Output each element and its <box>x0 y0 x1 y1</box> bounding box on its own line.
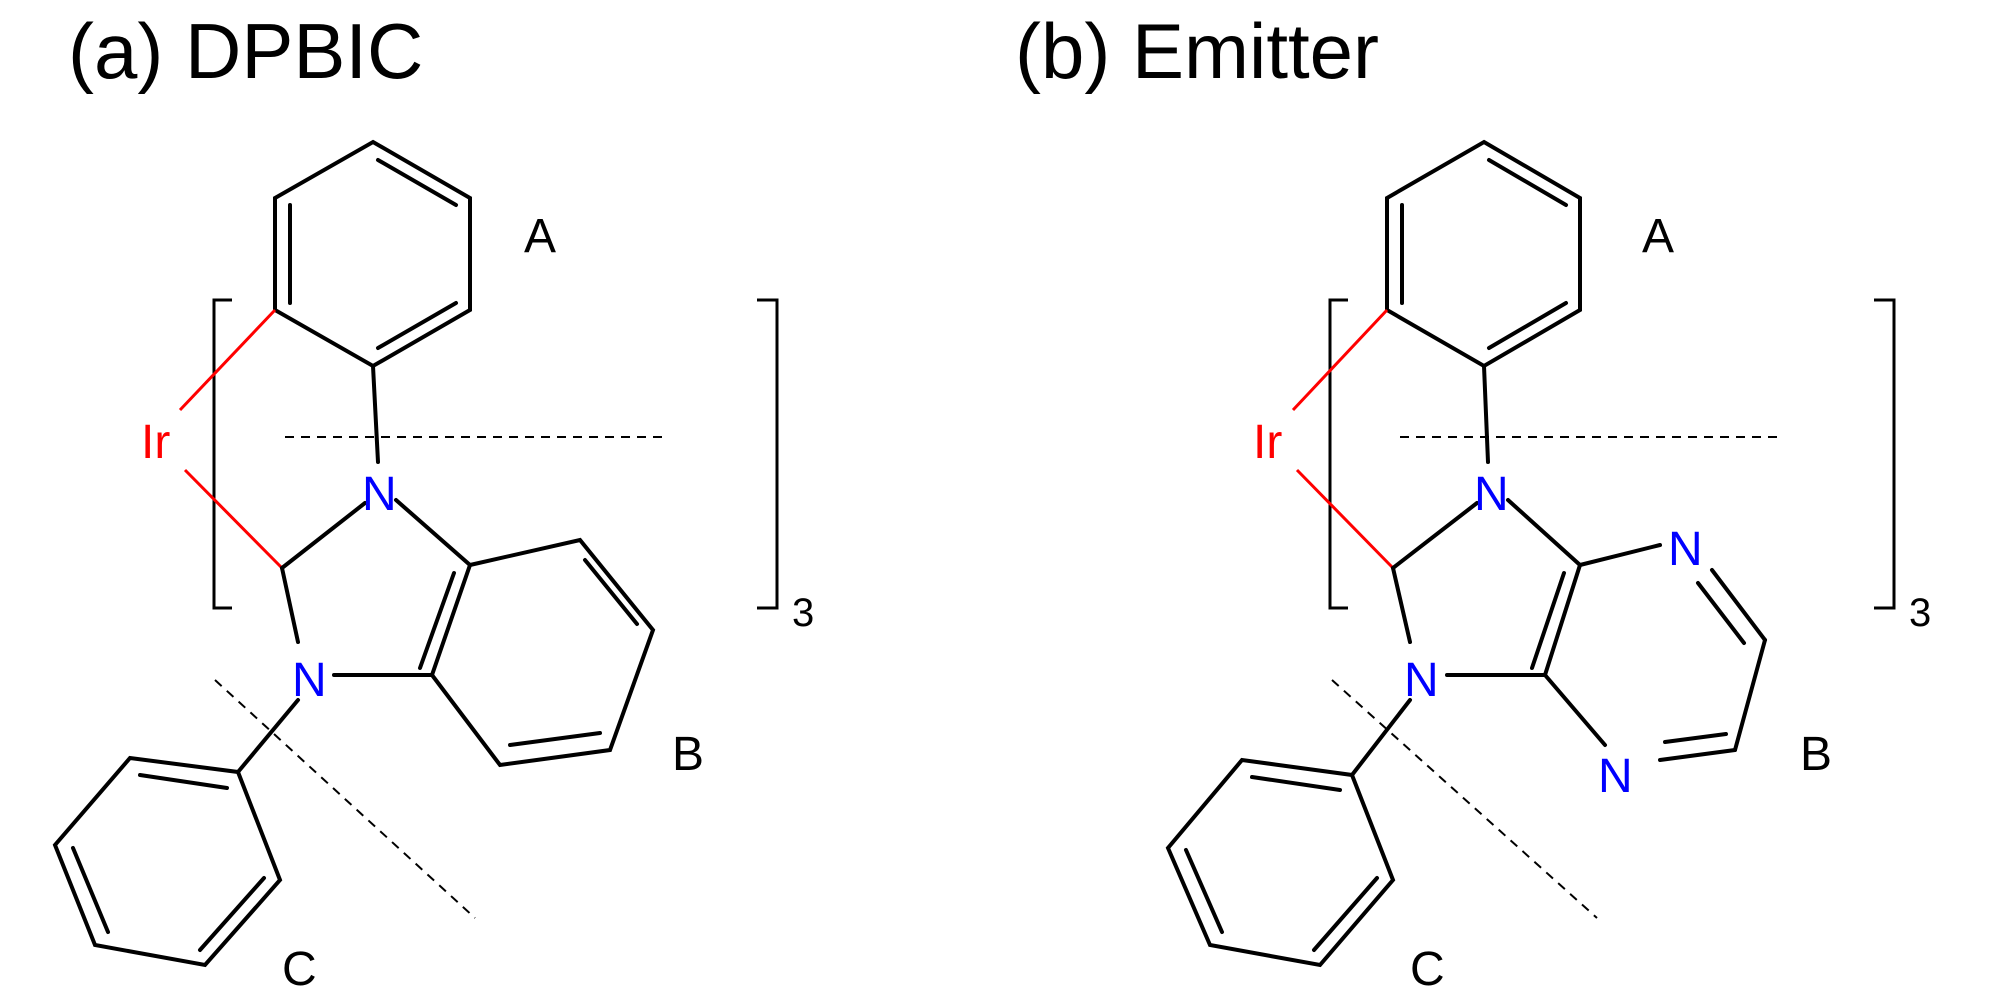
iridium-atom-emitter: Ir <box>1253 416 1282 469</box>
bond-n1-ring-a <box>371 364 380 464</box>
ir-bond-phenyl <box>178 308 277 412</box>
nitrogen-pyrazine-2: N <box>1598 750 1633 803</box>
imidazole-ring-emitter <box>1391 498 1582 677</box>
ring-a-emitter <box>1385 139 1582 369</box>
ring-b-pyrazine <box>1543 543 1767 762</box>
nitrogen-n1-emitter: N <box>1474 468 1509 521</box>
ring-label-c: C <box>282 943 317 996</box>
bracket-subscript-b: 3 <box>1909 591 1931 635</box>
ring-label-a-emitter: A <box>1642 210 1674 263</box>
iridium-atom: Ir <box>141 416 170 469</box>
ring-label-c-emitter: C <box>1410 943 1445 996</box>
panel-a-title: (a) DPBIC <box>68 7 423 95</box>
bond-n3-ring-c-emitter <box>1350 698 1412 777</box>
bond-n1-ring-a-emitter <box>1482 364 1490 464</box>
ring-c-emitter <box>1165 757 1396 968</box>
dashed-line-diagonal <box>214 679 476 919</box>
panel-b-title: (b) Emitter <box>1015 7 1379 95</box>
ring-b <box>430 537 656 768</box>
panel-emitter: (b) Emitter 3 A Ir N N <box>1015 7 1931 996</box>
left-bracket <box>212 298 232 610</box>
ring-label-a: A <box>524 210 556 263</box>
bracket-subscript: 3 <box>792 591 814 635</box>
right-bracket-b <box>1874 298 1896 610</box>
right-bracket <box>757 298 779 610</box>
ring-a <box>273 139 472 369</box>
nitrogen-pyrazine-1: N <box>1668 523 1703 576</box>
nitrogen-n1: N <box>362 468 397 521</box>
panel-dpbic: (a) DPBIC 3 A Ir N N <box>52 7 814 996</box>
ring-c <box>52 755 283 968</box>
left-bracket-b <box>1328 298 1348 610</box>
imidazole-ring <box>280 498 472 677</box>
ir-bond-phenyl-emitter <box>1291 308 1389 412</box>
ring-label-b-emitter: B <box>1800 728 1832 781</box>
bond-n3-ring-c <box>236 698 300 774</box>
ir-bond-carbene <box>183 468 284 570</box>
ring-label-b: B <box>672 728 704 781</box>
dashed-line-diagonal-emitter <box>1331 679 1598 919</box>
ir-bond-carbene-emitter <box>1295 468 1395 570</box>
